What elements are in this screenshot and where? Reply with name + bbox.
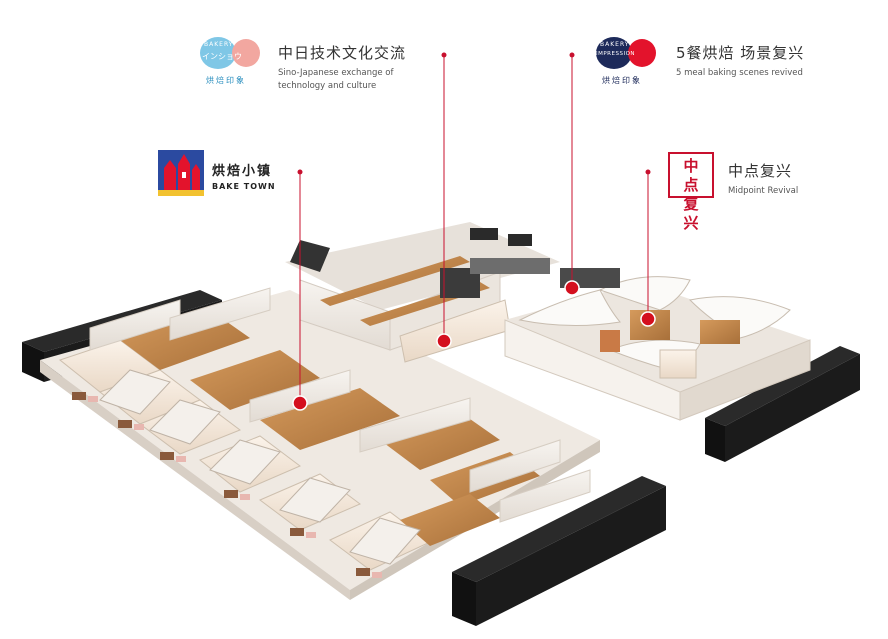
midpoint-seal-icon: 中点复兴 — [668, 152, 714, 232]
logo-top-text: BAKERY — [600, 41, 630, 48]
black-barrier-right — [705, 346, 860, 462]
label-title: 5餐烘焙 场景复兴 — [676, 44, 805, 62]
seal-text: 中点复兴 — [683, 157, 699, 232]
black-barrier-bottom — [452, 476, 666, 626]
label-title: 中日技术文化交流 — [278, 44, 407, 62]
label-title: 烘焙小镇 — [212, 164, 273, 179]
central-building — [285, 222, 560, 363]
bake-town-logo — [158, 150, 204, 200]
bakery-logo-icon — [200, 37, 260, 69]
label-five-meal: 5餐烘焙 场景复兴 5 meal baking scenes revived — [676, 42, 804, 80]
pins — [292, 52, 656, 411]
label-bake-town: 烘焙小镇 BAKE TOWN — [212, 160, 276, 191]
label-subtitle-line1: Sino-Japanese exchange of — [278, 68, 394, 78]
logo-bottom-text: 烘焙印象 — [602, 76, 642, 85]
label-subtitle: BAKE TOWN — [212, 182, 276, 191]
bake-town-castle-icon — [158, 150, 204, 196]
label-sino-japanese: 中日技术文化交流 Sino-Japanese exchange of techn… — [278, 42, 406, 93]
logo-mid-text: IMPRESSION — [596, 51, 636, 57]
bake-town-area — [40, 287, 600, 600]
bakery-logo-dark-icon — [596, 37, 656, 69]
logo-top-text: BAKERY — [204, 41, 234, 48]
label-midpoint: 中点复兴 Midpoint Revival — [728, 160, 798, 198]
label-subtitle: 5 meal baking scenes revived — [676, 68, 803, 78]
midpoint-courtyard — [504, 268, 811, 421]
logo-bottom-text: 烘焙印象 — [206, 76, 246, 85]
label-subtitle: Midpoint Revival — [728, 186, 799, 196]
bakery-impression-logo-light: BAKERY インショウ 烘焙印象 — [196, 35, 266, 93]
label-title: 中点复兴 — [728, 162, 793, 180]
logo-mid-text: インショウ — [202, 52, 242, 61]
label-subtitle-line2: technology and culture — [278, 81, 377, 91]
bakery-impression-logo-dark: BAKERY IMPRESSION 烘焙印象 — [592, 35, 662, 93]
